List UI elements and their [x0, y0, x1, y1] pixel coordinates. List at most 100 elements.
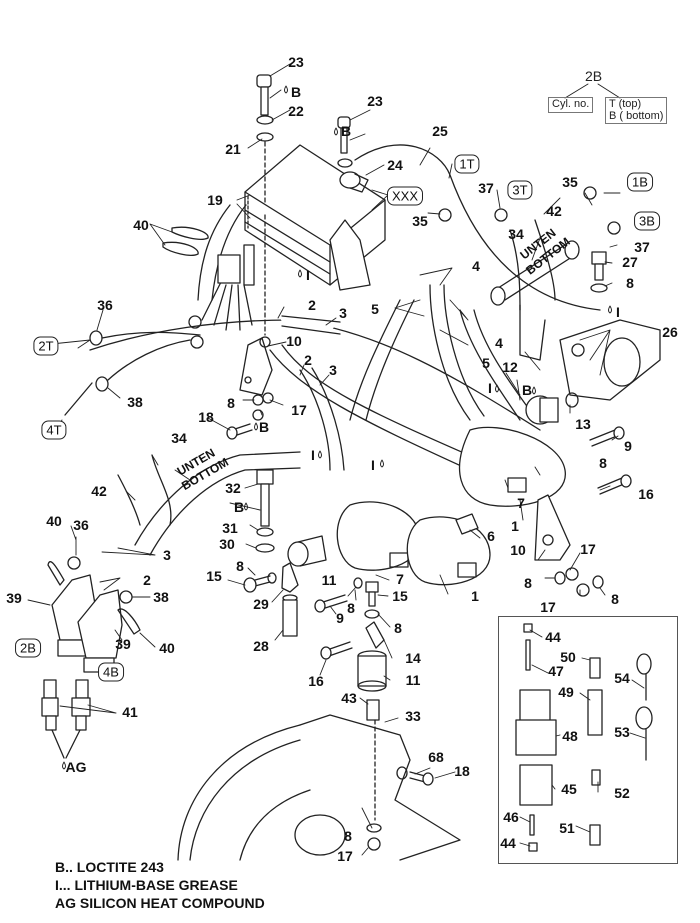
mark-grease: I — [616, 304, 620, 320]
callout-27: 27 — [622, 254, 638, 270]
callout-28: 28 — [253, 638, 269, 654]
connector-parts-inset-frame — [498, 616, 678, 864]
note-grease: I... LITHIUM-BASE GREASE — [55, 877, 238, 893]
note-loctite: B.. LOCTITE 243 — [55, 859, 164, 875]
fastener-68-18 — [396, 766, 434, 786]
legend-example-code: 2B — [585, 68, 603, 84]
callout-68: 68 — [428, 749, 444, 765]
callout-13: 13 — [575, 416, 591, 432]
callout-34: 34 — [171, 430, 187, 446]
bolt-32 — [255, 469, 275, 553]
callout-9: 9 — [624, 438, 632, 454]
callout-15: 15 — [206, 568, 222, 584]
ignition-coil-front-right — [406, 516, 491, 586]
callout-50: 50 — [560, 649, 576, 665]
callout-11: 11 — [405, 672, 421, 688]
ag-leader — [51, 729, 81, 759]
cylinder-tag-4b: 4B — [98, 662, 124, 682]
callout-11: 11 — [321, 572, 337, 588]
callout-33: 33 — [405, 708, 421, 724]
spacer-6 — [455, 513, 479, 535]
note-heat-compound: AG SILICON HEAT COMPOUND — [55, 895, 265, 911]
callout-45: 45 — [561, 781, 577, 797]
callout-39: 39 — [6, 590, 22, 606]
callout-3: 3 — [339, 305, 347, 321]
compound-drop-icons — [62, 85, 612, 770]
callout-21: 21 — [225, 141, 241, 157]
callout-31: 31 — [222, 520, 238, 536]
callout-37: 37 — [478, 180, 494, 196]
callout-36: 36 — [97, 297, 113, 313]
callout-15: 15 — [392, 588, 408, 604]
callout-8: 8 — [626, 275, 634, 291]
bracket-14 — [365, 621, 385, 649]
callout-10: 10 — [286, 333, 302, 349]
mark-grease: I — [311, 447, 315, 463]
short-leads — [64, 330, 201, 416]
bolt-9-right — [589, 426, 625, 447]
callout-14: 14 — [405, 650, 421, 666]
mark-grease: I — [488, 380, 492, 396]
callout-17: 17 — [580, 541, 596, 557]
callout-35: 35 — [562, 174, 578, 190]
callout-40: 40 — [133, 217, 149, 233]
callout-17: 17 — [540, 599, 556, 615]
callout-10: 10 — [510, 542, 526, 558]
wiring-harness — [188, 204, 255, 349]
callout-8: 8 — [227, 395, 235, 411]
bolt-23-left — [256, 74, 274, 206]
callout-18: 18 — [198, 409, 214, 425]
ignition-coil-rear — [458, 426, 566, 507]
cylinder-tag-3t: 3T — [507, 180, 533, 200]
callout-47: 47 — [548, 663, 564, 679]
callout-51: 51 — [559, 820, 575, 836]
callout-48: 48 — [562, 728, 578, 744]
callout-22: 22 — [288, 103, 304, 119]
callout-23: 23 — [288, 54, 304, 70]
mark-loctite: B — [290, 84, 302, 100]
bolt-18-left — [226, 423, 253, 440]
mark-loctite: B — [521, 382, 533, 398]
cylinder-tag-2b: 2B — [15, 638, 41, 658]
legend-position-label: T (top) B ( bottom) — [605, 97, 668, 125]
legend-cylinder-label: Cyl. no. — [548, 97, 594, 113]
intake-flange — [519, 304, 661, 401]
cylinder-tag-1t: 1T — [454, 154, 480, 174]
callout-52: 52 — [614, 785, 630, 801]
mark-grease: I — [306, 267, 310, 283]
cylinder-tag-1b: 1B — [627, 172, 653, 192]
callout-9: 9 — [336, 610, 344, 626]
callout-16: 16 — [308, 673, 324, 689]
callout-3: 3 — [329, 362, 337, 378]
callout-5: 5 — [482, 355, 490, 371]
callout-1: 1 — [471, 588, 479, 604]
callout-19: 19 — [207, 192, 223, 208]
mark-loctite: B — [340, 123, 352, 139]
bolt-27 — [590, 251, 608, 293]
callout-46: 46 — [503, 809, 519, 825]
callout-37: 37 — [634, 239, 650, 255]
bottom-lead-left — [117, 451, 301, 556]
callout-8: 8 — [611, 591, 619, 607]
mark-loctite: B — [258, 419, 270, 435]
bolt-16-center — [320, 641, 353, 660]
spacer-43 — [366, 699, 380, 721]
callout-17: 17 — [337, 848, 353, 864]
callout-17: 17 — [291, 402, 307, 418]
callout-29: 29 — [253, 596, 269, 612]
rubber-mount-12 — [525, 392, 579, 425]
callout-26: 26 — [662, 324, 678, 340]
legend-cylinder-text: Cyl. no. — [552, 98, 590, 110]
bracket-10-left — [239, 214, 273, 396]
callout-8: 8 — [599, 455, 607, 471]
callout-23: 23 — [367, 93, 383, 109]
callout-30: 30 — [219, 536, 235, 552]
top-right-cables — [438, 186, 621, 311]
rubber-mount-11-upper — [287, 535, 327, 567]
callout-2: 2 — [143, 572, 151, 588]
callout-16: 16 — [638, 486, 654, 502]
callout-4: 4 — [495, 335, 503, 351]
callout-32: 32 — [225, 480, 241, 496]
callout-39: 39 — [115, 636, 131, 652]
callout-34: 34 — [508, 226, 524, 242]
